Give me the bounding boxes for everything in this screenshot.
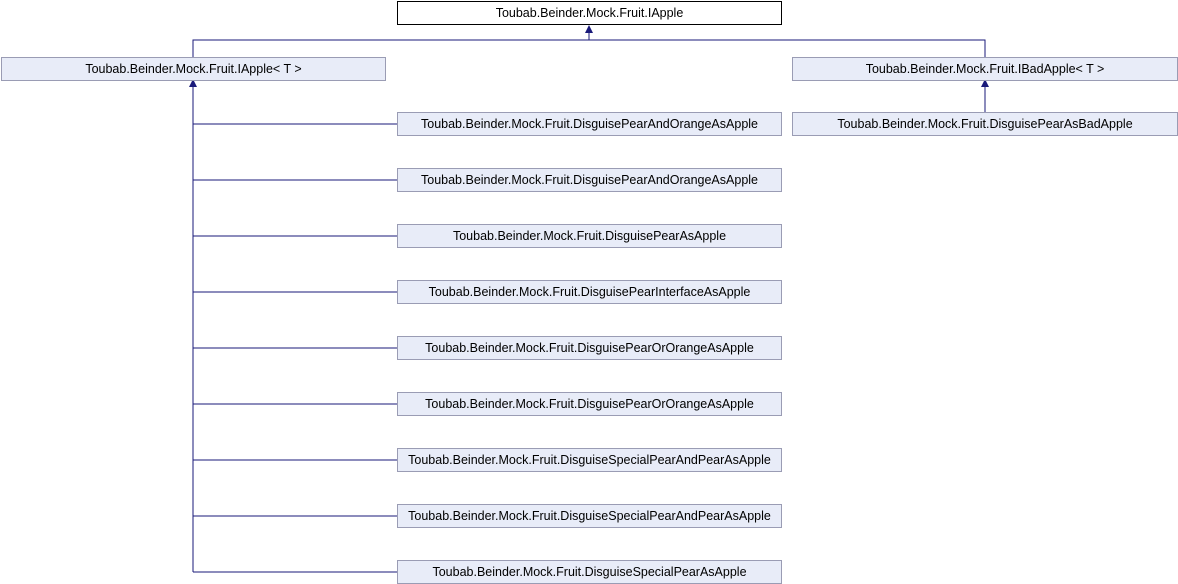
node-disguise-pear-as-bad-apple[interactable]: Toubab.Beinder.Mock.Fruit.DisguisePearAs… [792,112,1178,136]
node-disguise-pear-interface-as-apple[interactable]: Toubab.Beinder.Mock.Fruit.DisguisePearIn… [397,280,782,304]
edge-iapple-t-to-iapple [192,25,593,57]
node-disguise-pear-and-orange-as-apple-2[interactable]: Toubab.Beinder.Mock.Fruit.DisguisePearAn… [397,168,782,192]
node-iapple-t[interactable]: Toubab.Beinder.Mock.Fruit.IApple< T > [1,57,386,81]
node-disguise-special-pear-and-pear-as-apple-1[interactable]: Toubab.Beinder.Mock.Fruit.DisguiseSpecia… [397,448,782,472]
node-disguise-pear-and-orange-as-apple-1[interactable]: Toubab.Beinder.Mock.Fruit.DisguisePearAn… [397,112,782,136]
node-disguise-pear-or-orange-as-apple-1[interactable]: Toubab.Beinder.Mock.Fruit.DisguisePearOr… [397,336,782,360]
node-disguise-pear-as-apple[interactable]: Toubab.Beinder.Mock.Fruit.DisguisePearAs… [397,224,782,248]
node-iapple-root[interactable]: Toubab.Beinder.Mock.Fruit.IApple [397,1,782,25]
node-disguise-pear-or-orange-as-apple-2[interactable]: Toubab.Beinder.Mock.Fruit.DisguisePearOr… [397,392,782,416]
node-disguise-special-pear-as-apple[interactable]: Toubab.Beinder.Mock.Fruit.DisguiseSpecia… [397,560,782,584]
node-disguise-special-pear-and-pear-as-apple-2[interactable]: Toubab.Beinder.Mock.Fruit.DisguiseSpecia… [397,504,782,528]
node-ibadapple-t[interactable]: Toubab.Beinder.Mock.Fruit.IBadApple< T > [792,57,1178,81]
edge-ibadapple-t-to-iapple [589,39,986,57]
